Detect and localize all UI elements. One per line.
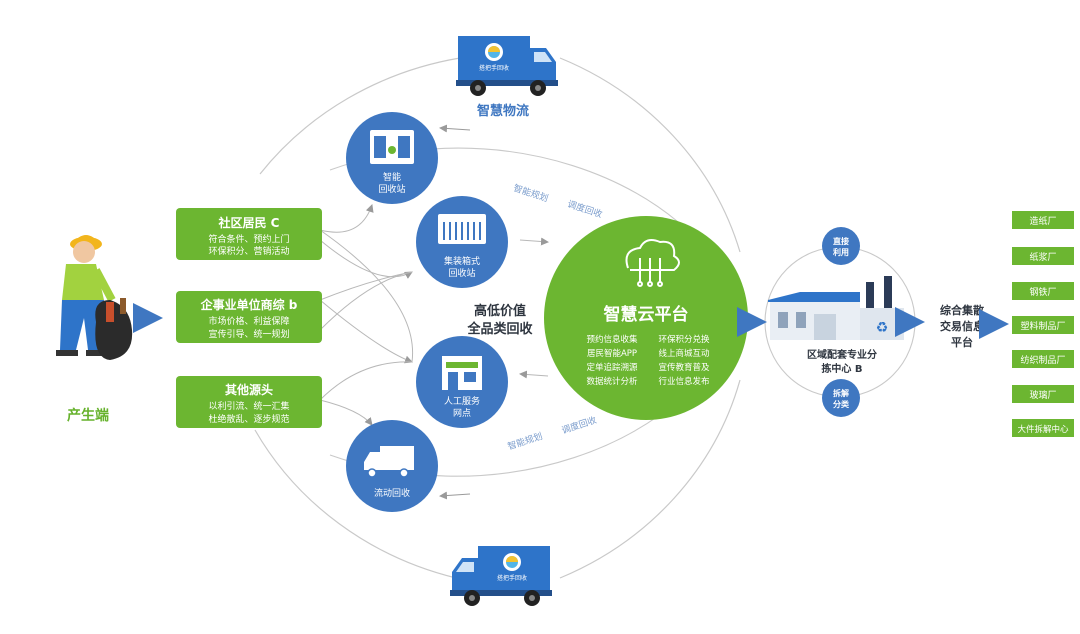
lower-return-arrow (439, 491, 471, 500)
arc-label: 智能规划 (506, 430, 544, 453)
platform-feature: 居民智能APP (587, 348, 637, 359)
channel-line: 智能 (383, 171, 401, 183)
platform-title: 智慧云平台 (604, 304, 689, 325)
source-line: 环保积分、营销活动 (208, 245, 289, 257)
factory-item: 玻璃厂 (1029, 389, 1056, 401)
arc-label: 调度回收 (560, 414, 598, 437)
trading-label: 平台 (951, 335, 973, 349)
platform-feature: 行业信息发布 (658, 376, 709, 387)
channel-to-center-arrows (519, 237, 549, 379)
producer-person-illustration (56, 235, 133, 360)
trading-label: 交易信息 (940, 319, 984, 333)
source-line: 以利引流、统一汇集 (208, 400, 289, 412)
bottom-truck: 搭把手回收 (450, 546, 552, 606)
channel-line: 人工服务 (444, 395, 480, 407)
source-title: 其他源头 (225, 382, 273, 397)
channel-line: 网点 (453, 408, 471, 419)
sorting-center-label: 区域配套专业分 (807, 348, 877, 361)
channel-smart-station: 智能 回收站 (346, 112, 438, 204)
badge-line: 分类 (833, 399, 849, 409)
source-to-channel-curves (319, 204, 414, 426)
factory-item: 钢铁厂 (1029, 286, 1056, 298)
badge-direct-use: 直接 利用 (822, 227, 860, 265)
badge-line: 拆解 (833, 388, 849, 398)
factory-item: 大件拆解中心 (1017, 424, 1069, 435)
platform-feature: 定单追踪溯源 (586, 362, 638, 373)
source-title: 企事业单位商综 b (200, 297, 298, 312)
source-box-residents: 社区居民 C 符合条件、预约上门 环保积分、营销活动 (176, 208, 322, 260)
top-truck: 搭把手回收 (456, 36, 558, 96)
platform-feature: 环保积分兑换 (658, 334, 710, 345)
outer-cycle (254, 57, 741, 579)
badge-line: 直接 (833, 236, 849, 246)
platform-feature: 数据统计分析 (586, 376, 638, 387)
middle-label-line: 全品类回收 (466, 321, 533, 337)
source-line: 杜绝散乱、逐步规范 (208, 413, 289, 425)
factory-illustration: ♻ (768, 276, 904, 340)
factory-item: 造纸厂 (1029, 215, 1056, 227)
middle-label-line: 高低价值 (474, 303, 526, 319)
channel-mobile-recycling: 流动回收 (346, 420, 438, 512)
platform-feature: 预约信息收集 (586, 334, 638, 345)
logistics-label: 智慧物流 (477, 103, 529, 119)
channel-line: 回收站 (378, 183, 405, 195)
upper-return-arrow (439, 124, 471, 133)
truck-brand: 搭把手回收 (497, 574, 527, 582)
producer-label: 产生端 (67, 407, 109, 424)
cloud-network-icon (625, 239, 680, 287)
badge-line: 利用 (832, 247, 849, 257)
factory-item: 纸浆厂 (1029, 251, 1056, 263)
source-line: 宣传引导、统一规划 (208, 328, 289, 340)
trading-label: 综合集散 (940, 303, 985, 317)
smart-cloud-platform: 智慧云平台 预约信息收集 居民智能APP 定单追踪溯源 数据统计分析 环保积分兑… (544, 216, 748, 420)
arc-label: 智能规划 (512, 182, 550, 205)
recycle-icon: ♻ (876, 320, 889, 336)
badge-dismantle-sort: 拆解 分类 (822, 379, 860, 417)
truck-brand: 搭把手回收 (479, 64, 509, 72)
factory-list: 造纸厂 纸浆厂 钢铁厂 塑料制品厂 纺织制品厂 玻璃厂 大件拆解中心 (1012, 211, 1074, 437)
arc-label: 调度回收 (566, 198, 604, 221)
factory-item: 纺织制品厂 (1020, 354, 1065, 366)
source-box-others: 其他源头 以利引流、统一汇集 杜绝散乱、逐步规范 (176, 376, 322, 428)
platform-feature: 宣传教育普及 (658, 362, 710, 373)
source-title: 社区居民 C (218, 215, 280, 230)
channel-line: 回收站 (448, 267, 475, 279)
source-line: 市场价格、利益保障 (208, 315, 289, 327)
factory-item: 塑料制品厂 (1020, 320, 1065, 332)
sorting-center-label: 拣中心 B (821, 362, 862, 375)
channel-line: 集装箱式 (444, 255, 480, 267)
platform-feature: 线上商城互动 (658, 348, 710, 359)
source-box-enterprises: 企事业单位商综 b 市场价格、利益保障 宣传引导、统一规划 (176, 291, 322, 343)
channel-container-station: 集装箱式 回收站 (416, 196, 508, 288)
channel-manual-service: 人工服务 网点 (416, 336, 508, 428)
source-line: 符合条件、预约上门 (208, 233, 289, 245)
channel-line: 流动回收 (374, 487, 410, 499)
mobile-truck-icon (364, 446, 414, 478)
